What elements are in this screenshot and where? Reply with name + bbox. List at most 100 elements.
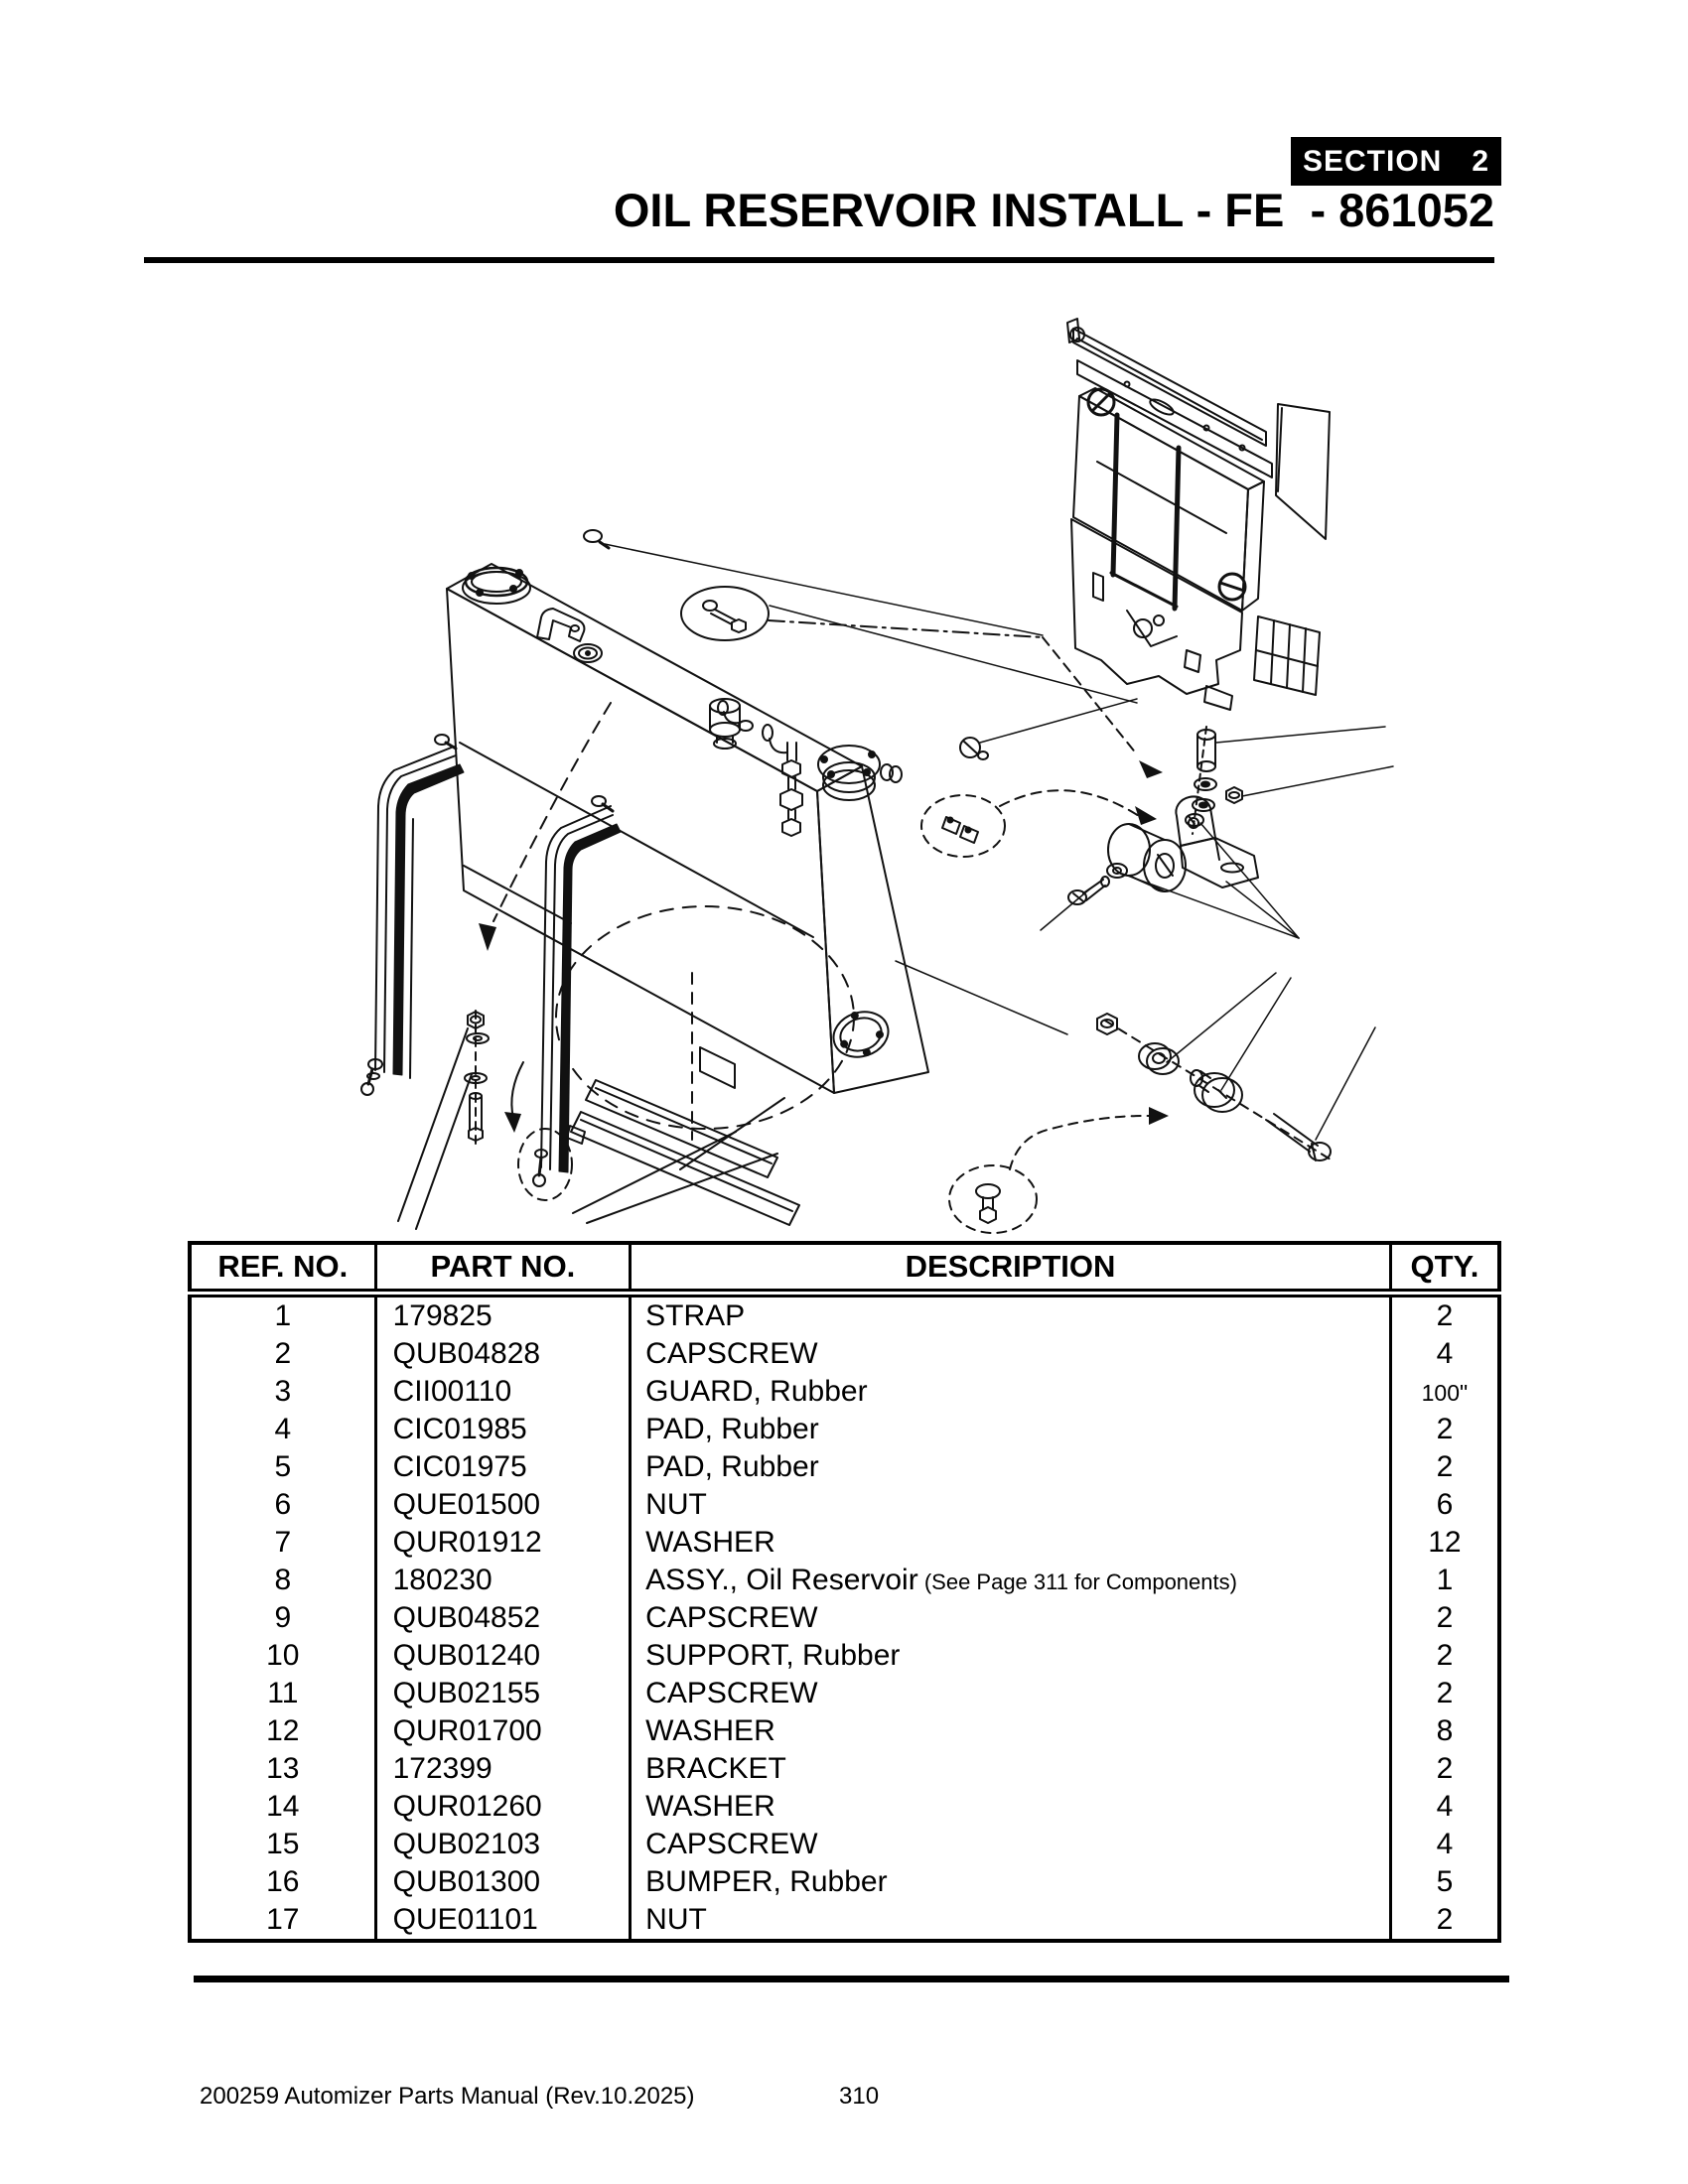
nut-icon bbox=[1096, 1013, 1118, 1035]
bumper-assembly bbox=[948, 972, 1376, 1234]
cell-part-no: QUE01101 bbox=[375, 1901, 633, 1941]
description-text: CAPSCREW bbox=[645, 1337, 818, 1370]
strap-and-guard-left bbox=[360, 734, 465, 1096]
cell-qty: 2 bbox=[1390, 1448, 1499, 1486]
cell-part-no: QUB02103 bbox=[375, 1826, 633, 1863]
cell-ref-no: 7 bbox=[190, 1524, 377, 1562]
section-number: 2 bbox=[1472, 144, 1489, 178]
cell-qty: 5 bbox=[1390, 1863, 1499, 1901]
description-text: WASHER bbox=[645, 1790, 775, 1823]
cell-description: NUT bbox=[630, 1901, 1392, 1941]
cell-qty: 8 bbox=[1390, 1712, 1499, 1750]
parts-table: REF. NO. PART NO. DESCRIPTION QTY. 1 1798… bbox=[188, 1241, 1501, 1943]
washer-icon bbox=[466, 1032, 490, 1044]
strap-hardware-stack bbox=[397, 1010, 490, 1230]
qty-value: 12 bbox=[1428, 1526, 1462, 1559]
page-title: OIL RESERVOIR INSTALL - FE - 861052 bbox=[613, 184, 1494, 236]
cell-description: PAD, Rubber bbox=[630, 1411, 1392, 1448]
cell-part-no: QUB04828 bbox=[375, 1335, 633, 1373]
cell-part-no: QUB04852 bbox=[375, 1599, 633, 1637]
description-text: STRAP bbox=[645, 1299, 746, 1332]
cell-part-no: 180230 bbox=[375, 1562, 633, 1599]
cell-part-no: QUR01700 bbox=[375, 1712, 633, 1750]
description-text: BUMPER, Rubber bbox=[645, 1865, 888, 1898]
cell-description: GUARD, Rubber bbox=[630, 1373, 1392, 1411]
cell-ref-no: 17 bbox=[190, 1901, 377, 1941]
pump-flange bbox=[817, 745, 903, 801]
description-text: PAD, Rubber bbox=[645, 1413, 819, 1445]
qty-value: 100" bbox=[1421, 1380, 1469, 1406]
description-text: CAPSCREW bbox=[645, 1601, 818, 1634]
bumper-icon bbox=[1190, 1069, 1243, 1113]
handle-bracket bbox=[536, 608, 586, 642]
table-header-row: REF. NO. PART NO. DESCRIPTION QTY. bbox=[190, 1243, 1499, 1297]
cell-part-no: QUR01260 bbox=[375, 1788, 633, 1826]
qty-value: 4 bbox=[1436, 1790, 1454, 1823]
nut-icon bbox=[467, 1011, 485, 1029]
cell-ref-no: 3 bbox=[190, 1373, 377, 1411]
port-fitting bbox=[573, 643, 603, 663]
cell-ref-no: 14 bbox=[190, 1788, 377, 1826]
cell-ref-no: 13 bbox=[190, 1750, 377, 1788]
cell-description: NUT bbox=[630, 1486, 1392, 1524]
cell-part-no: 179825 bbox=[375, 1293, 633, 1335]
description-text: BRACKET bbox=[645, 1752, 786, 1785]
rubber-pads bbox=[566, 1079, 800, 1226]
col-header-description: DESCRIPTION bbox=[630, 1243, 1392, 1297]
cell-qty: 2 bbox=[1390, 1637, 1499, 1675]
cell-part-no: QUR01912 bbox=[375, 1524, 633, 1562]
cell-description: STRAP bbox=[630, 1293, 1392, 1335]
cell-qty: 2 bbox=[1390, 1750, 1499, 1788]
col-header-ref: REF. NO. bbox=[190, 1243, 377, 1297]
description-text: WASHER bbox=[645, 1714, 775, 1747]
cell-part-no: 172399 bbox=[375, 1750, 633, 1788]
description-text: CAPSCREW bbox=[645, 1828, 818, 1860]
install-arrows bbox=[479, 702, 612, 1133]
cell-description: BRACKET bbox=[630, 1750, 1392, 1788]
cell-qty: 2 bbox=[1390, 1675, 1499, 1712]
cell-qty: 2 bbox=[1390, 1294, 1499, 1336]
description-text: SUPPORT, Rubber bbox=[645, 1639, 901, 1672]
cell-qty: 4 bbox=[1390, 1335, 1499, 1373]
cell-description: CAPSCREW bbox=[630, 1335, 1392, 1373]
screw-icon bbox=[583, 529, 603, 543]
cell-description: BUMPER, Rubber bbox=[630, 1863, 1392, 1901]
bracket-assembly bbox=[920, 698, 1394, 939]
cell-ref-no: 2 bbox=[190, 1335, 377, 1373]
cell-ref-no: 4 bbox=[190, 1411, 377, 1448]
cell-ref-no: 10 bbox=[190, 1637, 377, 1675]
qty-value: 2 bbox=[1436, 1903, 1454, 1936]
cell-part-no: CIC01985 bbox=[375, 1411, 633, 1448]
qty-value: 2 bbox=[1436, 1752, 1454, 1785]
footer-rule bbox=[194, 1976, 1509, 1982]
elbow-fittings bbox=[717, 700, 803, 837]
mount-bracket bbox=[1175, 795, 1259, 888]
cell-description: SUPPORT, Rubber bbox=[630, 1637, 1392, 1675]
capscrew-icon bbox=[1265, 1113, 1332, 1161]
description-note: (See Page 311 for Components) bbox=[917, 1570, 1237, 1594]
cell-qty: 6 bbox=[1390, 1486, 1499, 1524]
oil-reservoir-tank bbox=[446, 563, 929, 1141]
cell-qty: 4 bbox=[1390, 1788, 1499, 1826]
cell-description: PAD, Rubber bbox=[630, 1448, 1392, 1486]
title-rule bbox=[144, 257, 1494, 263]
cell-description: WASHER bbox=[630, 1524, 1392, 1562]
qty-value: 2 bbox=[1436, 1299, 1454, 1332]
cell-part-no: QUB02155 bbox=[375, 1675, 633, 1712]
cell-qty: 2 bbox=[1390, 1599, 1499, 1637]
section-label: SECTION bbox=[1303, 144, 1443, 178]
cell-part-no: QUB01300 bbox=[375, 1863, 633, 1901]
qty-value: 2 bbox=[1436, 1639, 1454, 1672]
cell-qty: 1 bbox=[1390, 1562, 1499, 1599]
machine-illustration bbox=[1066, 318, 1331, 711]
qty-value: 8 bbox=[1436, 1714, 1454, 1747]
cell-description: CAPSCREW bbox=[630, 1826, 1392, 1863]
